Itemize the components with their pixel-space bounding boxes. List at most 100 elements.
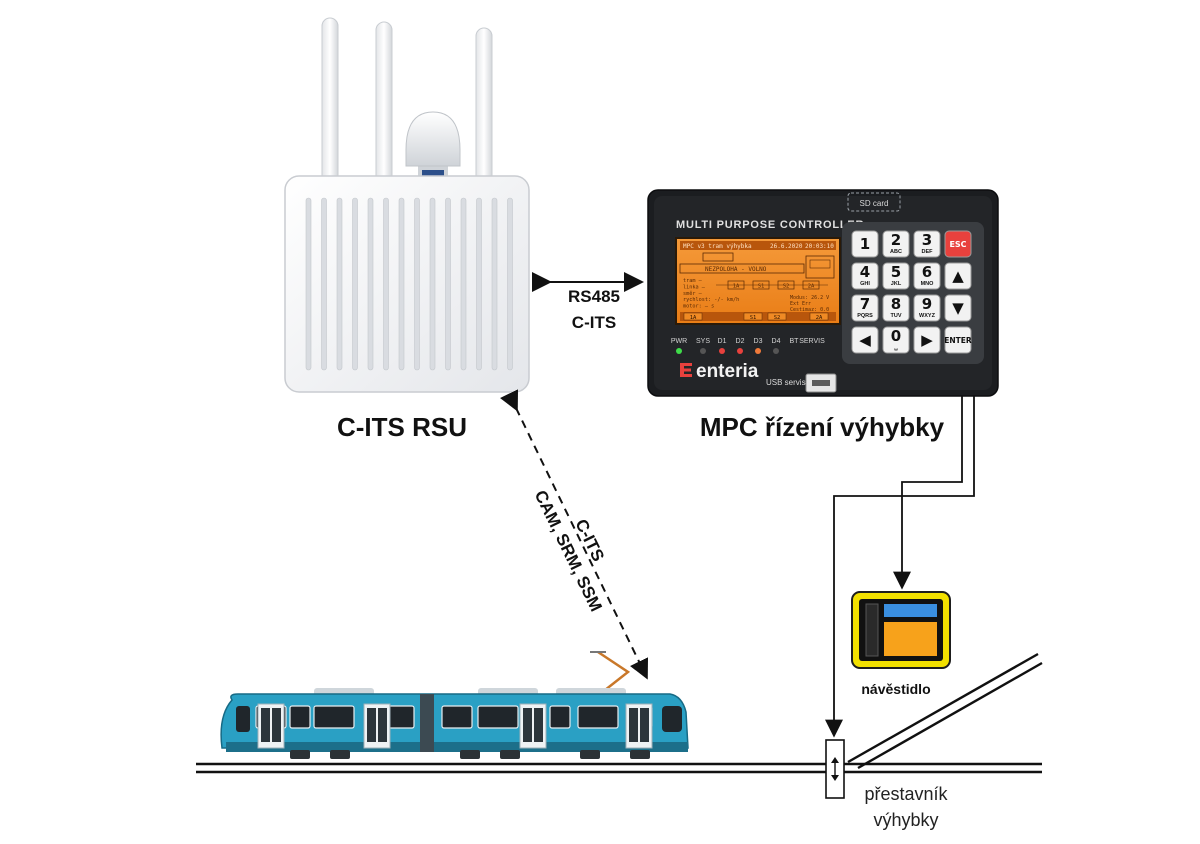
sd-card-slot	[847, 192, 901, 212]
key-button[interactable]: 1	[851, 230, 879, 258]
led-label: BT	[790, 338, 800, 345]
status-led-icon	[773, 348, 779, 354]
key-button[interactable]: ◀	[851, 326, 879, 354]
tram-doors	[257, 703, 653, 749]
tram-window	[441, 705, 473, 729]
rs485-cits-label: C-ITS	[572, 313, 616, 332]
screen-softkey	[743, 312, 763, 321]
screen-row: směr —	[683, 290, 703, 297]
rsu-fin	[398, 197, 405, 371]
screen-row: tram —	[683, 278, 703, 284]
enteria-logo-icon	[680, 363, 692, 377]
rsu-antenna	[321, 17, 339, 189]
rsu-gps-dome	[405, 111, 461, 167]
rsu-fin	[476, 197, 482, 371]
screen-track-box-label: 2A	[808, 284, 815, 290]
led-label: PWR	[671, 338, 687, 345]
bidirectional-arrow-icon	[831, 757, 839, 781]
key-label: ENTER	[944, 336, 972, 345]
key-label: 0	[891, 327, 901, 345]
mpc-device: SD card MULTI PURPOSE CONTROLLER MPC v3 …	[647, 189, 999, 397]
key-label: 1	[860, 235, 870, 253]
rsu-fin	[352, 197, 358, 371]
key-button[interactable]: ▶	[913, 326, 941, 354]
key-button[interactable]: ▼	[944, 294, 972, 322]
rsu-fin	[321, 197, 327, 371]
key-sublabel: MNO	[921, 281, 935, 287]
key-sublabel: GHI	[860, 281, 870, 287]
key-label: 3	[922, 231, 932, 249]
rsu-fin	[445, 197, 451, 371]
screen-rows: tram —linka —směr —rychlost: -/- km/hmot…	[683, 278, 739, 310]
screen-header: MPC v3 tram výhybka	[683, 243, 752, 250]
rsu-antenna	[375, 21, 393, 189]
screen-time: 20:03:10	[805, 243, 834, 250]
key-button[interactable]: 0␣	[882, 326, 910, 354]
tram-bogie	[630, 750, 650, 759]
screen-status: NEZPOLOHA - VOLNO	[705, 266, 767, 273]
tram-window	[549, 705, 571, 729]
tram-window	[313, 705, 355, 729]
diverging-track-rail	[857, 661, 1043, 770]
tram-bogie	[580, 750, 600, 759]
actuator-control-line	[825, 396, 975, 738]
screen-softkey	[767, 312, 787, 321]
key-label: ESC	[949, 240, 966, 249]
tram-window	[289, 705, 311, 729]
led-label: D3	[754, 338, 763, 345]
screen-softkey-label: 1A	[690, 315, 697, 321]
screen-softkey-label: S2	[774, 315, 781, 321]
railway-track	[196, 652, 1043, 774]
screen-track-box-label: S1	[758, 284, 765, 290]
led-label: D2	[736, 338, 745, 345]
rsu-fin	[429, 197, 436, 371]
screen-row: rychlost: -/- km/h	[683, 297, 739, 303]
tram-wheels	[290, 750, 650, 759]
rsu-label: C-ITS RSU	[337, 412, 467, 442]
key-label: 4	[860, 263, 870, 281]
status-led-icon	[755, 348, 761, 354]
signal-label: návěstidlo	[861, 681, 930, 697]
sd-card-label: SD card	[860, 199, 889, 208]
mpc-brand: enteria	[696, 361, 759, 382]
tram-bogie	[460, 750, 480, 759]
screen-row: motor: — s	[683, 304, 714, 310]
key-label: ▶	[921, 331, 933, 349]
tram-bogie	[330, 750, 350, 759]
key-label: 8	[891, 295, 901, 313]
key-label: ▲	[952, 267, 964, 285]
rsu-fin	[305, 197, 312, 371]
rsu-device	[284, 17, 530, 393]
key-label: 6	[922, 263, 932, 281]
key-button[interactable]: ▲	[944, 262, 972, 290]
key-sublabel: PQRS	[857, 313, 873, 319]
status-led-icon	[719, 348, 725, 354]
tram-pantograph	[597, 650, 631, 695]
rsu-fin	[507, 197, 513, 371]
key-label: ▼	[952, 299, 964, 317]
key-sublabel: ABC	[890, 249, 902, 255]
rsu-fin	[367, 197, 374, 371]
key-enter[interactable]: ENTER	[944, 326, 972, 354]
led-label: SYS	[696, 338, 710, 345]
diverging-track-rail	[847, 652, 1039, 764]
rsu-fin	[460, 197, 467, 371]
mpc-title: MULTI PURPOSE CONTROLLER	[676, 219, 864, 231]
tram-vehicle	[220, 650, 689, 759]
screen-info-line: Cestimaz: 0.0	[790, 307, 829, 313]
actuator-label-line1: přestavník	[864, 784, 948, 804]
signal-orange-lamp	[884, 622, 937, 656]
key-sublabel: DEF	[922, 249, 934, 255]
key-esc[interactable]: ESC	[944, 230, 972, 258]
